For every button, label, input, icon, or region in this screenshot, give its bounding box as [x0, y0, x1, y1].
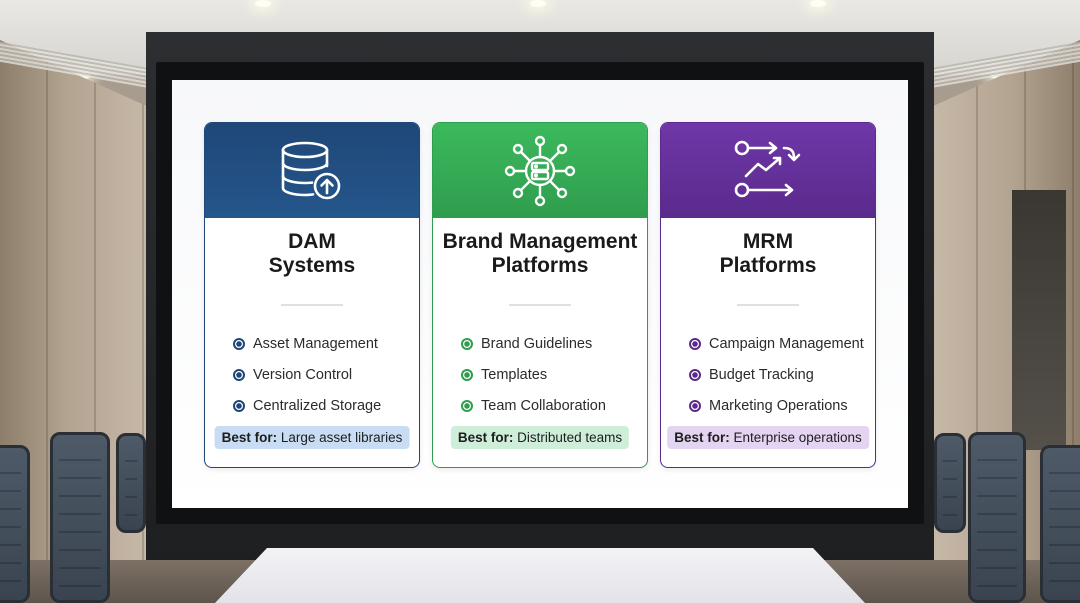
- best-for-badge: Best for: Enterprise operations: [667, 426, 869, 449]
- card-header: [433, 123, 647, 218]
- bullet-icon: [689, 368, 701, 381]
- best-for-value: Enterprise operations: [733, 430, 862, 445]
- list-item: Templates: [461, 359, 647, 390]
- best-for-badge: Best for: Distributed teams: [450, 426, 630, 449]
- feature-list: Brand Guidelines Templates Team Collabor…: [433, 328, 647, 421]
- office-chair: [50, 432, 110, 603]
- feature-label: Version Control: [253, 366, 353, 383]
- list-item: Brand Guidelines: [461, 328, 647, 359]
- ceiling-light: [255, 0, 271, 7]
- bullet-icon: [689, 399, 701, 412]
- card-mrm-platforms: MRM Platforms Campaign Management Budget…: [660, 122, 876, 468]
- best-for-badge: Best for: Large asset libraries: [214, 426, 410, 449]
- divider: [737, 304, 799, 306]
- feature-list: Asset Management Version Control Central…: [205, 328, 419, 421]
- divider: [281, 304, 343, 306]
- feature-label: Budget Tracking: [709, 366, 814, 383]
- database-upload-icon: [281, 141, 341, 199]
- card-title: Brand Management Platforms: [433, 230, 647, 278]
- bullet-icon: [461, 337, 473, 350]
- card-title-line: Platforms: [491, 254, 589, 277]
- best-for-value: Large asset libraries: [280, 430, 403, 445]
- list-item: Campaign Management: [689, 328, 875, 359]
- bullet-icon: [461, 399, 473, 412]
- doorway: [1012, 190, 1066, 450]
- bullet-icon: [233, 368, 245, 381]
- office-chair: [116, 433, 146, 533]
- bullet-icon: [461, 368, 473, 381]
- best-for-label: Best for:: [221, 430, 278, 445]
- list-item: Budget Tracking: [689, 359, 875, 390]
- card-header: [205, 123, 419, 218]
- card-title-line: DAM: [288, 230, 336, 253]
- ceiling-light: [530, 0, 546, 7]
- list-item: Marketing Operations: [689, 390, 875, 421]
- card-title-line: Platforms: [719, 254, 817, 277]
- feature-label: Team Collaboration: [481, 397, 606, 414]
- card-dam-systems: DAM Systems Asset Management Version Con…: [204, 122, 420, 468]
- server-network-icon: [504, 135, 576, 206]
- list-item: Centralized Storage: [233, 390, 419, 421]
- ceiling-light: [810, 0, 826, 7]
- card-title: MRM Platforms: [661, 230, 875, 278]
- card-title: DAM Systems: [205, 230, 419, 278]
- card-header: [661, 123, 875, 218]
- best-for-label: Best for:: [457, 430, 514, 445]
- bullet-icon: [233, 337, 245, 350]
- office-chair: [0, 445, 30, 603]
- list-item: Asset Management: [233, 328, 419, 359]
- card-title-line: Systems: [268, 254, 356, 277]
- list-item: Team Collaboration: [461, 390, 647, 421]
- feature-label: Marketing Operations: [709, 397, 848, 414]
- feature-label: Templates: [481, 366, 548, 383]
- office-chair: [1040, 445, 1080, 603]
- card-title-line: MRM: [742, 230, 794, 253]
- card-title-line: Brand Management: [442, 230, 638, 253]
- feature-label: Centralized Storage: [253, 397, 382, 414]
- office-chair: [968, 432, 1026, 603]
- card-brand-management: Brand Management Platforms Brand Guideli…: [432, 122, 648, 468]
- bullet-icon: [233, 399, 245, 412]
- feature-label: Campaign Management: [709, 335, 864, 352]
- office-chair: [934, 433, 966, 533]
- feature-label: Asset Management: [253, 335, 378, 352]
- list-item: Version Control: [233, 359, 419, 390]
- divider: [509, 304, 571, 306]
- conference-table: [215, 548, 865, 603]
- best-for-label: Best for:: [674, 430, 730, 445]
- feature-list: Campaign Management Budget Tracking Mark…: [661, 328, 875, 421]
- best-for-value: Distributed teams: [517, 430, 623, 445]
- bullet-icon: [689, 337, 701, 350]
- feature-label: Brand Guidelines: [481, 335, 593, 352]
- workflow-arrows-icon: [734, 140, 801, 197]
